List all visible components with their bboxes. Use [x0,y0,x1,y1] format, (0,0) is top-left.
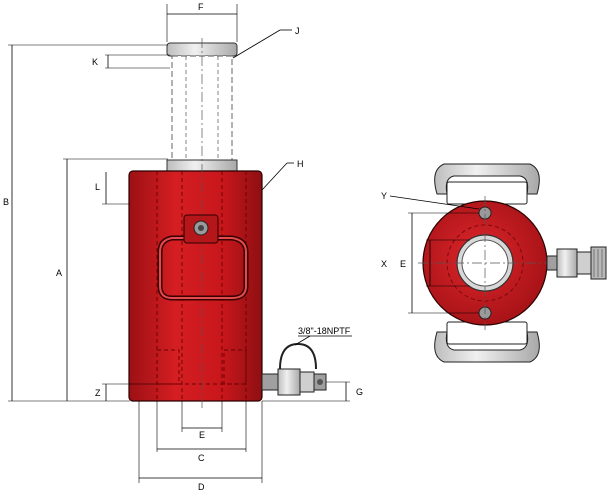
dim-label-e-top: E [400,259,406,269]
dim-label-z: Z [95,388,101,398]
dim-label-d: D [198,482,205,492]
dim-label-k: K [92,57,98,67]
dim-label-h: H [297,159,304,169]
top-view: Y X E [381,163,607,363]
port-thread-label: 3/8"-18NPTF [298,326,351,336]
hydraulic-coupler [261,342,327,396]
dim-label-a: A [56,268,62,278]
dim-label-b: B [3,197,9,207]
dim-label-f: F [198,2,204,12]
dim-label-y: Y [381,191,387,201]
dim-label-j: J [295,26,300,36]
cylinder-body [128,170,263,402]
dim-label-e-side: E [199,430,205,440]
side-view: F J K B A L Z H 3/8"-18NPTF [3,2,363,492]
dim-label-c: C [198,453,205,463]
dim-label-x: X [381,259,387,269]
dim-label-l: L [95,182,100,192]
top-coupler [546,246,607,280]
dim-label-g: G [356,387,363,397]
